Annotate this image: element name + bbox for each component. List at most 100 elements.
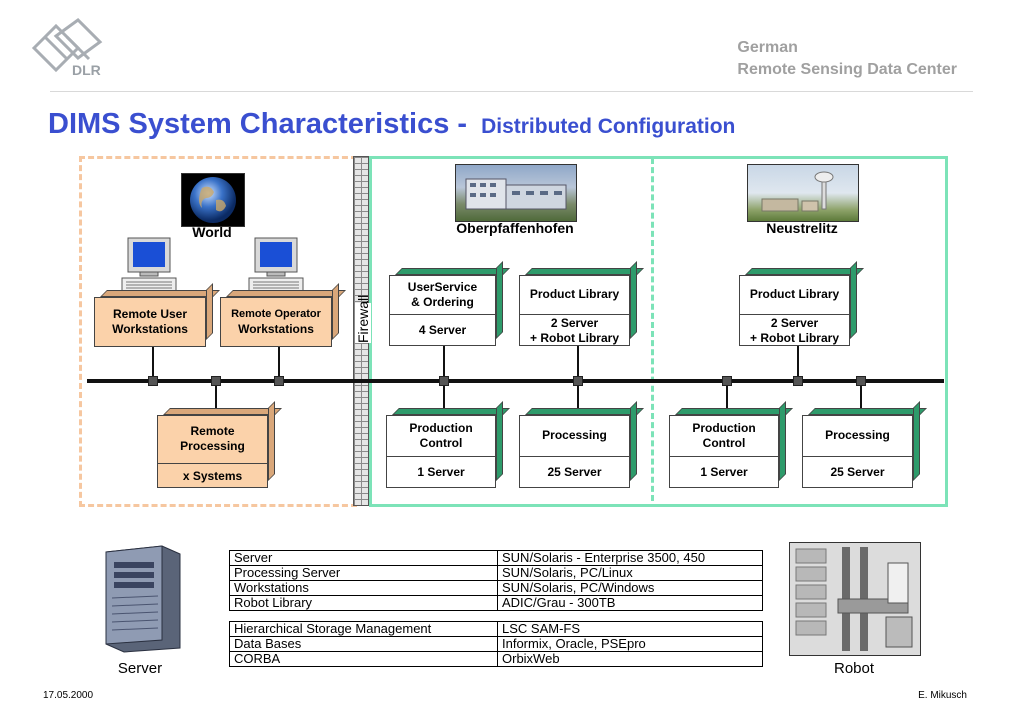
nst-product-library-servers: 2 Server	[770, 315, 819, 330]
nst-production-control-line1: Production	[692, 420, 756, 435]
computer-icon-user	[118, 236, 180, 298]
connector-opf-processing	[577, 381, 579, 415]
nst-processing-box: Processing 25 Server	[802, 401, 927, 488]
remote-processing-line1: Remote	[190, 424, 235, 438]
table-cell-value: OrbixWeb	[497, 651, 763, 667]
label-neustrelitz: Neustrelitz	[766, 220, 838, 236]
robot-image	[789, 542, 921, 656]
neustrelitz-photo	[747, 164, 859, 222]
remote-processing-line2: Processing	[180, 439, 245, 453]
title-main: DIMS System Characteristics -	[48, 108, 468, 140]
connector-opf-product-library	[577, 346, 579, 381]
table-cell-item: Data Bases	[229, 636, 498, 652]
remote-operator-line1: Remote Operator	[231, 308, 321, 320]
opf-production-control-box: Production Control 1 Server	[386, 401, 510, 488]
nst-processing-servers: 25 Server	[830, 465, 885, 479]
footer-author: E. Mikusch	[918, 690, 967, 701]
table-cell-item: Robot Library	[229, 595, 498, 611]
nst-production-control-servers: 1 Server	[700, 465, 748, 479]
dlr-logo-icon	[31, 18, 103, 73]
remote-processing-systems: x Systems	[182, 468, 243, 483]
table-cell-item: CORBA	[229, 651, 498, 667]
network-bus	[87, 379, 944, 383]
opf-product-library-robot: + Robot Library	[529, 330, 619, 345]
remote-operator-line2: Workstations	[238, 322, 314, 336]
logo-text: DLR	[72, 62, 101, 78]
caption-robot: Robot	[833, 660, 875, 677]
connector-nst-production-control	[726, 381, 728, 415]
remote-processing-box: Remote Processing x Systems	[157, 401, 282, 488]
header-divider	[50, 91, 973, 92]
organization-name: German Remote Sensing Data Center	[737, 37, 957, 81]
bus-node	[211, 376, 221, 386]
org-line-2: Remote Sensing Data Center	[737, 61, 957, 78]
userservice-line1: UserService	[407, 279, 478, 294]
page-title: DIMS System Characteristics - Distributed…	[48, 108, 735, 141]
remote-user-line1: Remote User	[112, 307, 188, 321]
bus-node	[793, 376, 803, 386]
connector-nst-processing	[860, 381, 862, 415]
connector-opf-production-control	[443, 381, 445, 415]
building-icon	[465, 178, 567, 210]
opf-product-library-title: Product Library	[529, 287, 620, 301]
table-cell-value: SUN/Solaris - Enterprise 3500, 450	[497, 550, 763, 566]
remote-operator-workstations-box: Remote Operator Workstations	[220, 283, 346, 347]
table-cell-value: Informix, Oracle, PSEpro	[497, 636, 763, 652]
water-tower-icon	[761, 171, 834, 212]
nst-processing-title: Processing	[825, 428, 890, 442]
table-cell-value: ADIC/Grau - 300TB	[497, 595, 763, 611]
oberpfaffenhofen-product-library-box: Product Library 2 Server + Robot Library	[519, 261, 644, 346]
connector-remote-processing	[215, 381, 217, 415]
userservice-line2: & Ordering	[411, 294, 474, 309]
connector-remote-operator	[278, 347, 280, 381]
bus-node	[274, 376, 284, 386]
table-cell-value: SUN/Solaris, PC/Linux	[497, 565, 763, 581]
table-cell-item: Workstations	[229, 580, 498, 596]
org-line-1: German	[737, 39, 798, 56]
site-divider	[651, 158, 654, 501]
table-cell-item: Processing Server	[229, 565, 498, 581]
opf-processing-title: Processing	[542, 428, 607, 442]
remote-user-workstations-box: Remote User Workstations	[94, 283, 220, 347]
bus-node	[856, 376, 866, 386]
table-cell-item: Hierarchical Storage Management	[229, 621, 498, 637]
bus-node	[573, 376, 583, 386]
opf-product-library-servers: 2 Server	[550, 315, 599, 330]
opf-processing-box: Processing 25 Server	[519, 401, 644, 488]
server-image	[100, 544, 186, 654]
neustrelitz-product-library-box: Product Library 2 Server + Robot Library	[739, 261, 864, 346]
nst-product-library-title: Product Library	[749, 287, 840, 301]
userservice-servers: 4 Server	[418, 323, 467, 337]
robot-icon	[795, 547, 913, 651]
footer-date: 17.05.2000	[43, 690, 94, 701]
globe-icon	[190, 177, 236, 223]
table-cell-value: LSC SAM-FS	[497, 621, 763, 637]
userservice-ordering-box: UserService & Ordering 4 Server	[389, 261, 510, 346]
connector-userservice	[443, 346, 445, 381]
table-cell-item: Server	[229, 550, 498, 566]
remote-user-line2: Workstations	[112, 322, 188, 336]
globe-image	[181, 173, 245, 227]
oberpfaffenhofen-photo	[455, 164, 577, 222]
bus-node	[148, 376, 158, 386]
connector-nst-product-library	[797, 346, 799, 381]
connector-remote-user	[152, 347, 154, 381]
nst-production-control-line2: Control	[702, 435, 746, 450]
label-world: World	[192, 224, 232, 240]
table-cell-value: SUN/Solaris, PC/Windows	[497, 580, 763, 596]
opf-production-control-line1: Production	[409, 420, 473, 435]
title-sub: Distributed Configuration	[481, 115, 736, 138]
bus-node	[722, 376, 732, 386]
server-icon	[105, 545, 181, 653]
dlr-logo: DLR	[28, 14, 112, 82]
nst-product-library-robot: + Robot Library	[749, 330, 839, 345]
caption-server: Server	[117, 660, 163, 677]
nst-production-control-box: Production Control 1 Server	[669, 401, 793, 488]
